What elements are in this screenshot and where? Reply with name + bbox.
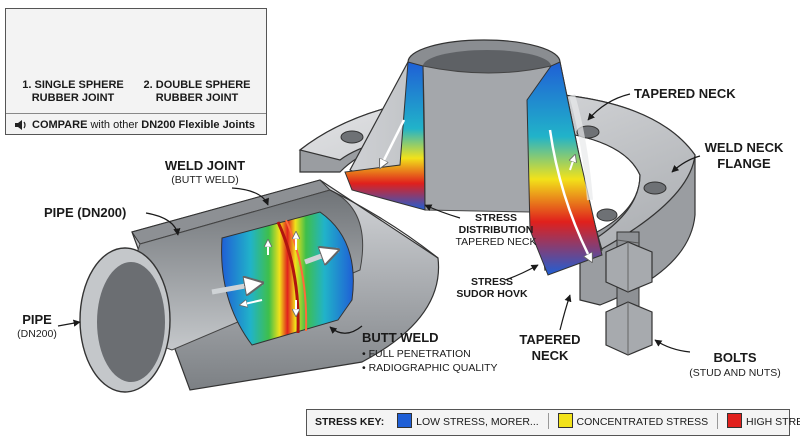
stress-sudor-line1: STRESS (470, 276, 513, 288)
option-double-sphere: 2. DOUBLE SPHERE RUBBER JOINT (138, 79, 256, 105)
bullet-text: RADIOGRAPHIC QUALITY (368, 362, 498, 374)
legend-concentrated-stress: CONCENTRATED STRESS (557, 410, 709, 435)
pipe-top-label: PIPE (DN200) (44, 205, 127, 220)
tapered-neck-top-label: TAPERED NECK (634, 86, 736, 101)
stress-dist-line3: TAPERED NECK (455, 236, 537, 248)
legend-swatch-mid (557, 413, 573, 428)
pipe-left-label: PIPE (22, 312, 52, 327)
stress-key-legend: STRESS KEY: LOW STRESS, MORER... CONCENT… (306, 409, 800, 436)
butt-weld-bullet-1: • FULL PENETRATION (362, 348, 471, 360)
bolts-label: BOLTS (713, 350, 757, 365)
stud-bolt (605, 231, 653, 356)
legend-divider (717, 413, 719, 429)
pipe-section (79, 179, 440, 393)
option-number: 2. (143, 79, 153, 91)
legend-swatch-high (727, 413, 743, 428)
stress-dist-line1: STRESS (474, 212, 517, 224)
butt-weld-label: BUTT WELD (362, 330, 439, 345)
legend-divider (547, 413, 549, 429)
butt-weld-bullet-2: • RADIOGRAPHIC QUALITY (362, 362, 498, 374)
tapered-neck-bottom-label-2: NECK (531, 348, 569, 363)
weld-joint-label: WELD JOINT (164, 158, 246, 173)
weld-neck-flange-label-1: WELD NECK (704, 140, 784, 155)
compare-target: DN200 Flexible Joints (141, 119, 255, 131)
legend-label: CONCENTRATED STRESS (576, 416, 709, 428)
legend-swatch-low (397, 413, 413, 428)
compare-mid: with other (90, 119, 139, 131)
stress-sudor-line2: SUDOR HOVK (456, 288, 528, 300)
pipe-left-sub: (DN200) (17, 328, 57, 340)
legend-low-stress: LOW STRESS, MORER... (397, 410, 539, 435)
option-number: 1. (22, 79, 32, 91)
stress-distribution-label: STRESS DISTRIBUTION TAPERED NECK (446, 212, 546, 248)
weld-joint-sub: (BUTT WELD) (171, 174, 239, 186)
stress-sudor-label: STRESS SUDOR HOVK (452, 276, 532, 300)
speaker-icon (15, 120, 26, 131)
legend-label: LOW STRESS, MORER... (416, 416, 539, 428)
comparison-inset: 1. SINGLE SPHERE RUBBER JOINT 2. DOUBLE … (5, 8, 267, 135)
stress-key-title: STRESS KEY: (315, 416, 385, 428)
stress-dist-line2: DISTRIBUTION (458, 224, 534, 236)
leader-lines (57, 93, 701, 353)
legend-high-stress: HIGH STRESS (727, 410, 800, 435)
option-single-sphere: 1. SINGLE SPHERE RUBBER JOINT (14, 79, 132, 105)
compare-bar[interactable]: COMPARE with other DN200 Flexible Joints (6, 113, 266, 136)
option-line1: DOUBLE SPHERE (155, 79, 251, 91)
bolts-sub: (STUD AND NUTS) (689, 367, 781, 379)
weld-neck-flange (298, 39, 696, 306)
tapered-neck-bottom-label-1: TAPERED (519, 332, 581, 347)
bullet-text: FULL PENETRATION (368, 348, 471, 360)
option-line1: SINGLE SPHERE (34, 79, 124, 91)
option-line2: RUBBER JOINT (155, 92, 239, 104)
weld-neck-flange-label-2: FLANGE (717, 156, 771, 171)
compare-label: COMPARE (32, 119, 88, 131)
legend-label: HIGH STRESS (746, 416, 800, 428)
option-line2: RUBBER JOINT (31, 92, 115, 104)
